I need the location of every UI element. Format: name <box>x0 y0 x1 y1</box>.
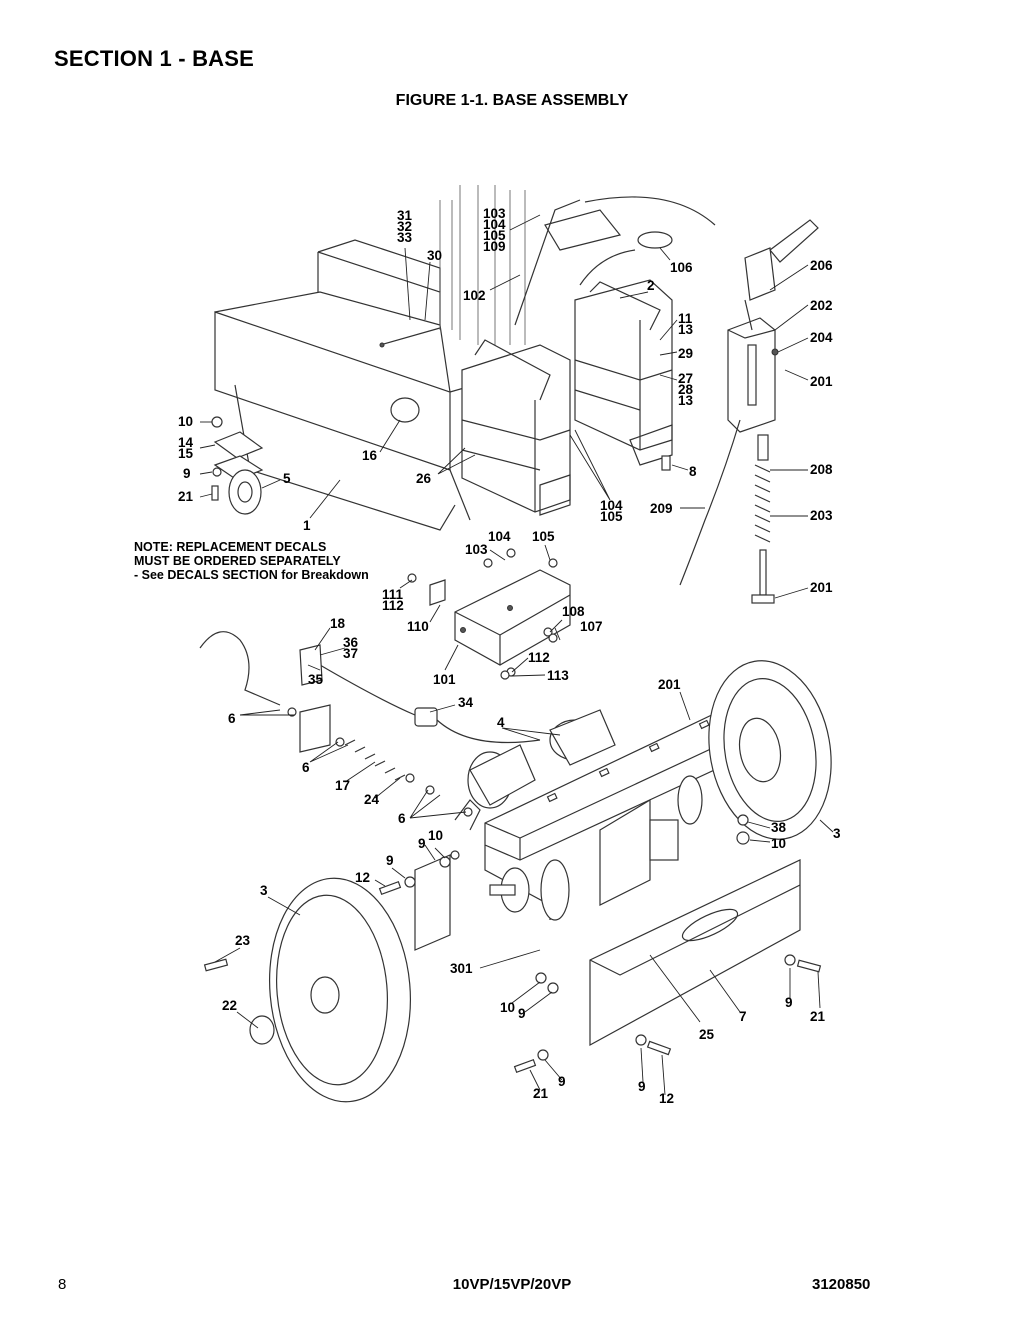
document-number: 3120850 <box>812 1276 871 1293</box>
callout-21b: 21 <box>810 1009 826 1024</box>
arrow-cap <box>579 249 636 286</box>
callout-208: 208 <box>810 462 833 477</box>
callout-16: 16 <box>362 448 378 463</box>
callout-113: 113 <box>547 668 569 683</box>
callout-10d: 10 <box>500 1000 515 1015</box>
callout-10b: 10 <box>771 836 786 851</box>
note-line-1: NOTE: REPLACEMENT DECALS <box>134 540 327 554</box>
callout-202: 202 <box>810 298 833 313</box>
decal-note: NOTE: REPLACEMENT DECALS MUST BE ORDERED… <box>134 540 369 582</box>
callout-108: 108 <box>562 604 585 619</box>
callout-34: 34 <box>458 695 474 710</box>
section-title: SECTION 1 - BASE <box>54 46 255 71</box>
callout-21c: 21 <box>533 1086 549 1101</box>
callout-10c: 10 <box>428 828 443 843</box>
callout-35: 35 <box>308 672 324 687</box>
callout-38: 38 <box>771 820 787 835</box>
callout-21a: 21 <box>178 489 194 504</box>
callout-9a: 9 <box>183 466 191 481</box>
callout-8: 8 <box>689 464 697 479</box>
callout-2: 2 <box>647 278 655 293</box>
callout-107: 107 <box>580 619 603 634</box>
callout-105b: 105 <box>532 529 555 544</box>
callout-30: 30 <box>427 248 442 263</box>
callout-201c: 201 <box>658 677 681 692</box>
arrow-handle <box>584 196 716 226</box>
callout-7: 7 <box>739 1009 747 1024</box>
callout-301: 301 <box>450 961 473 976</box>
callout-22: 22 <box>222 998 237 1013</box>
callout-3a: 3 <box>833 826 841 841</box>
callout-9d: 9 <box>518 1006 526 1021</box>
cap-106 <box>637 231 673 249</box>
fasteners <box>378 455 822 1074</box>
callout-101: 101 <box>433 672 456 687</box>
callout-102: 102 <box>463 288 486 303</box>
callout-29: 29 <box>678 346 693 361</box>
throttle-cable <box>199 631 541 831</box>
callout-23: 23 <box>235 933 251 948</box>
callout-26: 26 <box>416 471 432 486</box>
callout-1: 1 <box>303 518 311 533</box>
callout-9f: 9 <box>558 1074 566 1089</box>
callout-201b: 201 <box>810 580 833 595</box>
callout-9c: 9 <box>386 853 394 868</box>
battery-tray-right <box>544 209 673 466</box>
callout-5: 5 <box>283 471 291 486</box>
callout-201a: 201 <box>810 374 833 389</box>
callout-12a: 12 <box>355 870 370 885</box>
page-number: 8 <box>58 1276 67 1293</box>
callout-9g: 9 <box>638 1079 646 1094</box>
callout-3b: 3 <box>260 883 268 898</box>
callout-12b: 12 <box>659 1091 674 1106</box>
callout-6a: 6 <box>228 711 236 726</box>
callout-18: 18 <box>330 616 346 631</box>
rear-wheel-right <box>708 660 832 845</box>
battery-tray-left <box>461 339 571 516</box>
callout-6b: 6 <box>302 760 310 775</box>
callout-10a: 10 <box>178 414 193 429</box>
drive-motors <box>467 709 703 921</box>
callout-106: 106 <box>670 260 693 275</box>
callout-4: 4 <box>497 715 505 730</box>
note-line-2: MUST BE ORDERED SEPARATELY <box>134 554 341 568</box>
caster-assembly <box>211 416 264 515</box>
steer-handle <box>679 219 819 604</box>
callout-25: 25 <box>699 1027 715 1042</box>
model-number: 10VP/15VP/20VP <box>452 1276 572 1293</box>
callout-24: 24 <box>364 792 380 807</box>
callout-104b: 104 <box>488 529 511 544</box>
note-line-3: - See DECALS SECTION for Breakdown <box>134 568 369 582</box>
support-rod <box>514 199 581 326</box>
callout-203: 203 <box>810 508 833 523</box>
front-wheel-left <box>203 877 412 1103</box>
mounting-bracket <box>429 548 571 677</box>
callout-17: 17 <box>335 778 350 793</box>
callout-112b: 112 <box>528 650 550 665</box>
callout-9b: 9 <box>418 836 426 851</box>
callout-204: 204 <box>810 330 833 345</box>
callout-206: 206 <box>810 258 833 273</box>
leader-lines <box>199 214 834 1096</box>
callout-209: 209 <box>650 501 673 516</box>
callout-110: 110 <box>407 619 429 634</box>
callout-6c: 6 <box>398 811 406 826</box>
callout-103b: 103 <box>465 542 488 557</box>
figure-title: FIGURE 1-1. BASE ASSEMBLY <box>395 92 629 109</box>
callout-9e: 9 <box>785 995 793 1010</box>
